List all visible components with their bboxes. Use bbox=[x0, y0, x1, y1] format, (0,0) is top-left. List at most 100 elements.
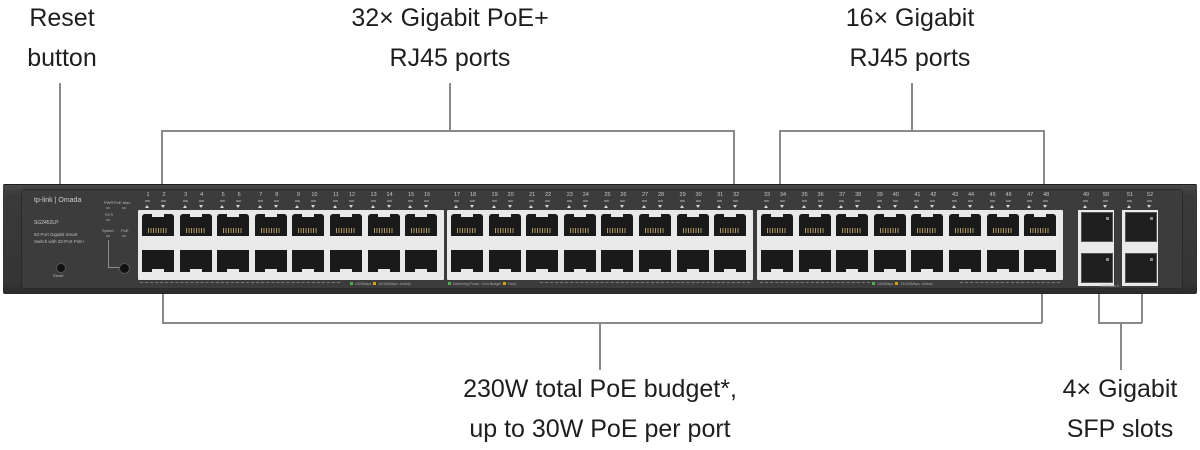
port-led bbox=[817, 200, 823, 202]
rj45-port[interactable] bbox=[451, 250, 483, 273]
bank-3-legend: 1000Mbps 10/100Mbps Activity bbox=[872, 282, 933, 286]
port-led bbox=[470, 200, 475, 202]
sfp-slot[interactable] bbox=[1081, 212, 1113, 242]
arrow-up-icon bbox=[876, 205, 881, 208]
port-latch-notch bbox=[996, 213, 1009, 217]
port-number-label: 12 bbox=[348, 192, 356, 198]
rj45-port[interactable] bbox=[873, 213, 906, 236]
port-pins bbox=[842, 228, 863, 233]
rj45-port[interactable] bbox=[639, 213, 671, 236]
rj45-port[interactable] bbox=[179, 213, 212, 236]
rj45-port[interactable] bbox=[601, 250, 634, 273]
rj45-port[interactable] bbox=[761, 213, 793, 236]
rj45-port[interactable] bbox=[836, 213, 869, 236]
amber-led-icon bbox=[373, 282, 377, 285]
arrow-down-icon bbox=[1147, 205, 1151, 208]
reset-callout-line1: Reset bbox=[29, 4, 95, 32]
port-latch-notch bbox=[846, 269, 859, 273]
port-led bbox=[892, 200, 898, 202]
port-latch-notch bbox=[921, 269, 934, 273]
rj45-port[interactable] bbox=[1024, 213, 1057, 236]
rj45-port[interactable] bbox=[292, 250, 325, 273]
rj45-port[interactable] bbox=[292, 213, 325, 236]
rj45-port[interactable] bbox=[986, 213, 1019, 236]
sfp-slot[interactable] bbox=[1081, 253, 1113, 283]
green-led-icon bbox=[448, 282, 451, 285]
rj45-port[interactable] bbox=[142, 250, 174, 273]
port-latch-notch bbox=[189, 269, 202, 273]
arrow-up-icon bbox=[333, 205, 337, 208]
rj45-port[interactable] bbox=[367, 213, 400, 236]
rj45-port[interactable] bbox=[949, 250, 981, 273]
rj45-port[interactable] bbox=[986, 250, 1019, 273]
rj45-port[interactable] bbox=[526, 213, 559, 236]
rj45-port[interactable] bbox=[254, 213, 287, 236]
rj45-port[interactable] bbox=[217, 213, 250, 236]
port-led bbox=[182, 200, 188, 202]
port-latch-notch bbox=[808, 213, 821, 217]
rj45-port[interactable] bbox=[714, 213, 747, 236]
rj45-port[interactable] bbox=[911, 250, 944, 273]
bank-1-guide bbox=[140, 282, 340, 283]
rj45-port[interactable] bbox=[488, 213, 521, 236]
rj45-port[interactable] bbox=[330, 213, 362, 236]
sfp-slot[interactable] bbox=[1125, 212, 1157, 242]
arrow-up-icon bbox=[642, 205, 646, 208]
rj45-port[interactable] bbox=[451, 213, 483, 236]
port-number-label: 21 bbox=[529, 192, 536, 198]
port-led bbox=[545, 200, 551, 202]
rj45-port[interactable] bbox=[714, 250, 747, 273]
port-pins bbox=[457, 228, 477, 233]
rj45-port[interactable] bbox=[367, 250, 400, 273]
rj45-port[interactable] bbox=[179, 250, 212, 273]
rj45-port[interactable] bbox=[639, 250, 671, 273]
rj45-port[interactable] bbox=[836, 250, 869, 273]
port-number-label: 6 bbox=[237, 192, 241, 198]
sfp-number-label: 51 bbox=[1126, 192, 1134, 198]
rj45-port[interactable] bbox=[142, 213, 174, 236]
rj45-port[interactable] bbox=[563, 213, 596, 236]
mode-button[interactable] bbox=[119, 263, 130, 274]
port-latch-notch bbox=[377, 269, 390, 273]
rj45-port[interactable] bbox=[911, 213, 944, 236]
port-number-label: 39 bbox=[876, 192, 883, 198]
arrow-down-icon bbox=[198, 205, 203, 208]
rj45-port[interactable] bbox=[330, 250, 362, 273]
device-description-line2: Switch with 32-Port PoE+ bbox=[34, 239, 85, 244]
port-number-label: 31 bbox=[717, 192, 724, 198]
port-latch-notch bbox=[1034, 269, 1047, 273]
rj45-port[interactable] bbox=[405, 213, 438, 236]
rj45-port[interactable] bbox=[526, 250, 559, 273]
port-led bbox=[145, 200, 150, 202]
port-number-label: 19 bbox=[491, 192, 498, 198]
port-latch-notch bbox=[461, 269, 473, 273]
legend-10-100mbps: 10/100Mbps bbox=[900, 282, 920, 286]
reset-button[interactable] bbox=[56, 263, 66, 273]
rj45-port[interactable] bbox=[254, 250, 287, 273]
rj45-port[interactable] bbox=[601, 213, 634, 236]
rj45-port[interactable] bbox=[676, 213, 709, 236]
port-number-label: 34 bbox=[779, 192, 787, 198]
rj45-port[interactable] bbox=[676, 250, 709, 273]
port-number-label: 3 bbox=[184, 192, 188, 198]
rj45-port[interactable] bbox=[949, 213, 981, 236]
rj45-port[interactable] bbox=[873, 250, 906, 273]
rj45-port[interactable] bbox=[563, 250, 596, 273]
arrow-down-icon bbox=[695, 205, 700, 208]
rj45-port[interactable] bbox=[1024, 250, 1057, 273]
rj45-port[interactable] bbox=[798, 250, 831, 273]
rj45-port[interactable] bbox=[488, 250, 521, 273]
port-number-label: 29 bbox=[679, 192, 686, 198]
sfp-slot[interactable] bbox=[1125, 253, 1157, 283]
rj45-port[interactable] bbox=[217, 250, 250, 273]
bank-3-guide-right bbox=[960, 282, 1060, 283]
arrow-down-icon bbox=[892, 205, 897, 208]
port-number-label: 46 bbox=[1005, 192, 1012, 198]
rj45-port[interactable] bbox=[798, 213, 831, 236]
rj45-port[interactable] bbox=[761, 250, 793, 273]
rj45-port[interactable] bbox=[405, 250, 438, 273]
poe-ports-callout: 32× Gigabit PoE+ RJ45 ports bbox=[300, 0, 600, 78]
legend-10-100mbps: 10/100Mbps bbox=[378, 282, 398, 286]
arrow-down-icon bbox=[236, 205, 241, 208]
port-led bbox=[620, 200, 626, 202]
